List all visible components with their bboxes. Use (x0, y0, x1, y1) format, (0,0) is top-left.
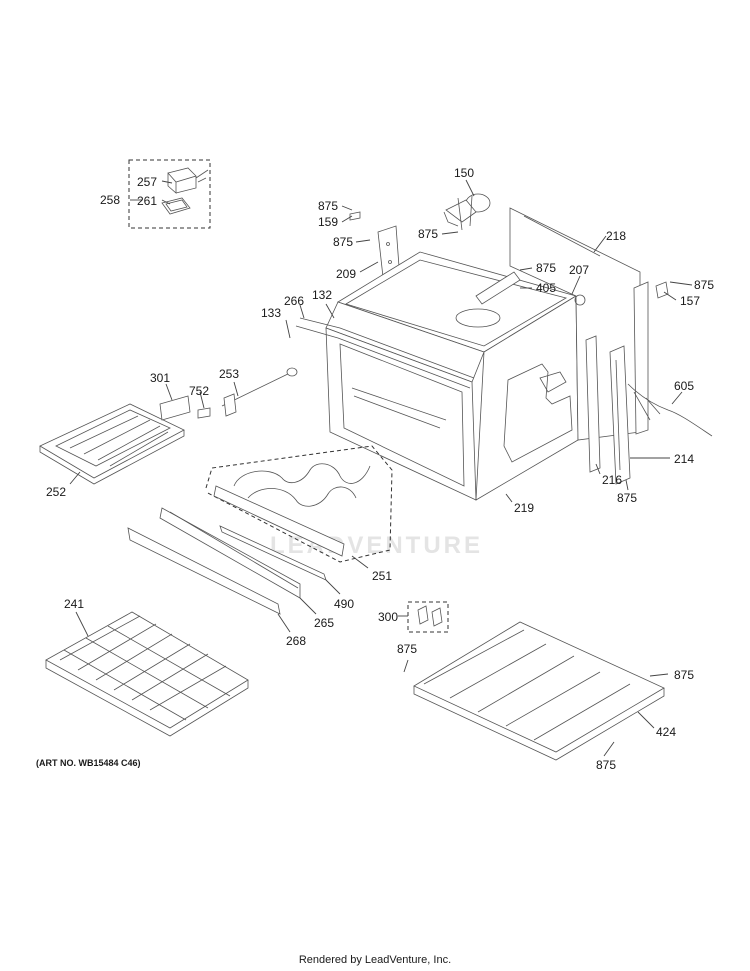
label-875-h: 875 (674, 668, 694, 682)
credit-text: Rendered by LeadVenture, Inc. (298, 954, 452, 966)
label-219: 219 (514, 501, 534, 515)
art-number: (ART NO. WB15484 C46) (36, 758, 141, 768)
label-405: 405 (536, 281, 556, 295)
part-side-strip (633, 281, 649, 435)
label-157: 157 (680, 294, 700, 308)
label-218: 218 (606, 229, 626, 243)
part-253-sensor (221, 367, 298, 417)
part-group-258 (128, 159, 211, 229)
label-266: 266 (284, 294, 304, 308)
part-218-rear-panel (509, 207, 641, 441)
label-300: 300 (378, 610, 398, 624)
label-216: 216 (602, 473, 622, 487)
part-301-terminal-block (159, 395, 191, 421)
label-268: 268 (286, 634, 306, 648)
part-241-oven-rack (45, 611, 249, 737)
label-258: 258 (100, 193, 120, 207)
label-875-c: 875 (333, 235, 353, 249)
label-207: 207 (569, 263, 589, 277)
part-214-side-bracket (609, 345, 631, 485)
label-257: 257 (137, 175, 157, 189)
part-752-screw (197, 407, 211, 419)
part-252-bake-element (39, 403, 185, 485)
label-253: 253 (219, 367, 239, 381)
part-group-300 (407, 601, 449, 633)
part-157 (655, 281, 669, 299)
part-159-bracket (349, 211, 361, 221)
label-301: 301 (150, 371, 170, 385)
part-oven-cavity (295, 251, 579, 501)
label-490: 490 (334, 597, 354, 611)
label-252: 252 (46, 485, 66, 499)
part-216-side-bracket (585, 335, 601, 473)
label-424: 424 (656, 725, 676, 739)
label-261: 261 (137, 194, 157, 208)
part-group-251 (205, 445, 393, 563)
label-605: 605 (674, 379, 694, 393)
label-752: 752 (189, 384, 209, 398)
label-241: 241 (64, 597, 84, 611)
label-875-b: 875 (418, 227, 438, 241)
label-150: 150 (454, 166, 474, 180)
label-251: 251 (372, 569, 392, 583)
label-209: 209 (336, 267, 356, 281)
part-605-harness (627, 383, 713, 437)
label-875-d: 875 (536, 261, 556, 275)
label-875-i: 875 (596, 758, 616, 772)
label-159: 159 (318, 215, 338, 229)
part-424-bottom-pan (413, 621, 665, 761)
label-875-e: 875 (694, 278, 714, 292)
label-214: 214 (674, 452, 694, 466)
label-132: 132 (312, 288, 332, 302)
part-150-motor (443, 193, 491, 231)
leader-lines (69, 179, 693, 757)
label-875-g: 875 (397, 642, 417, 656)
part-labels: 257 258 261 150 875 159 875 875 209 875 … (46, 166, 714, 772)
part-268 (127, 527, 281, 615)
label-265: 265 (314, 616, 334, 630)
label-875-a: 875 (318, 199, 338, 213)
label-875-f: 875 (617, 491, 637, 505)
label-133: 133 (261, 306, 281, 320)
